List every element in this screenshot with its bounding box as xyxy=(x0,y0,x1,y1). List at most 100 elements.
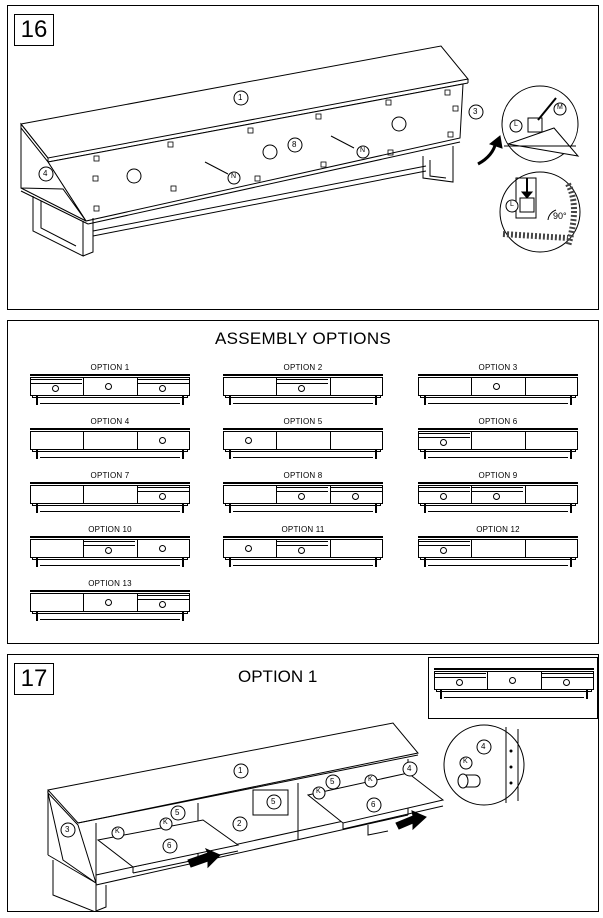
knob-icon xyxy=(105,383,112,390)
cabinet-slot-empty xyxy=(525,539,578,558)
cabinet-slot-door xyxy=(487,671,540,690)
option-label: OPTION 13 xyxy=(88,579,132,588)
drawer-front xyxy=(435,673,486,678)
cabinet-slot-drawer xyxy=(418,539,471,558)
knob-icon xyxy=(245,545,252,552)
part-3-label: 3 xyxy=(65,825,70,834)
part-k-label-3: K xyxy=(316,788,321,795)
knob-icon xyxy=(159,545,166,552)
drawer-front xyxy=(542,673,593,678)
cabinet-diagram xyxy=(30,536,190,568)
knob-icon xyxy=(298,385,305,392)
part-5-label-right: 5 xyxy=(330,777,335,786)
knob-icon xyxy=(440,493,447,500)
cabinet-slot-door xyxy=(137,539,190,558)
part-6-label-left: 6 xyxy=(167,841,172,850)
cabinet-slot-empty xyxy=(276,431,329,450)
cabinet-slot-empty xyxy=(223,377,276,396)
option-label: OPTION 10 xyxy=(88,525,132,534)
cabinet-slot-drawer xyxy=(137,485,190,504)
cabinet-diagram xyxy=(30,374,190,406)
option-label: OPTION 5 xyxy=(283,417,323,426)
option-label: OPTION 9 xyxy=(478,471,518,480)
knob-icon xyxy=(493,493,500,500)
cabinet-diagram xyxy=(30,590,190,622)
knob-icon xyxy=(159,601,166,608)
cabinet-slot-empty xyxy=(525,485,578,504)
cabinet-diagram xyxy=(30,482,190,514)
step-number: 16 xyxy=(14,14,54,46)
cabinet-slot-drawer xyxy=(137,377,190,396)
option-label: OPTION 4 xyxy=(90,417,130,426)
cabinet-slot-drawer xyxy=(418,431,471,450)
step-16-illustration xyxy=(20,45,581,257)
step-17-panel: 17 OPTION 1 xyxy=(7,654,599,912)
cabinet-diagram xyxy=(418,428,578,460)
part-m-label: M xyxy=(557,104,563,111)
cabinet-slot-drawer xyxy=(276,539,329,558)
step-number: 17 xyxy=(14,663,54,695)
cabinet-slot-door xyxy=(471,377,524,396)
cabinet-slot-empty xyxy=(83,431,136,450)
cabinet-slot-empty xyxy=(471,539,524,558)
part-4-label: 4 xyxy=(407,764,412,773)
part-4-detail-label: 4 xyxy=(481,742,486,751)
part-3-label: 3 xyxy=(473,107,478,116)
drawer-front xyxy=(138,595,189,600)
cabinet-slot-door xyxy=(137,431,190,450)
step-17-illustration xyxy=(47,722,525,911)
cabinet-slot-empty xyxy=(330,431,383,450)
cabinet-slot-door xyxy=(83,593,136,612)
cabinet-diagram xyxy=(418,536,578,568)
option-label: OPTION 1 xyxy=(90,363,130,372)
cabinet-slot-empty xyxy=(30,485,83,504)
cabinet-slot-empty xyxy=(525,431,578,450)
cabinet-slot-empty xyxy=(30,431,83,450)
part-k-detail-label: K xyxy=(463,758,468,765)
cabinet-diagram xyxy=(418,482,578,514)
knob-icon xyxy=(493,383,500,390)
knob-icon xyxy=(352,493,359,500)
knob-icon xyxy=(456,679,463,686)
part-1-label: 1 xyxy=(238,766,243,775)
cabinet-slot-empty xyxy=(223,485,276,504)
cabinet-slot-empty xyxy=(30,593,83,612)
cabinet-slot-empty xyxy=(30,539,83,558)
part-4-label: 4 xyxy=(43,169,48,178)
option-label: OPTION 11 xyxy=(281,525,325,534)
drawer-front xyxy=(31,379,82,384)
cabinet-slot-drawer xyxy=(276,485,329,504)
drawer-front xyxy=(277,379,328,384)
cabinet-slot-empty xyxy=(330,377,383,396)
drawer-front xyxy=(138,487,189,492)
drawer-front xyxy=(419,541,470,546)
cabinet-diagram xyxy=(223,482,383,514)
part-k-label-1: K xyxy=(115,828,120,835)
part-k-label-2: K xyxy=(163,819,168,826)
cabinet-slot-empty xyxy=(83,485,136,504)
drawer-front xyxy=(277,541,328,546)
option-label: OPTION 12 xyxy=(476,525,520,534)
screw-n-label-right: N xyxy=(360,147,366,154)
option-label: OPTION 7 xyxy=(90,471,130,480)
knob-icon xyxy=(298,547,305,554)
option-label: OPTION 8 xyxy=(283,471,323,480)
cabinet-slot-empty xyxy=(330,539,383,558)
cabinet-slot-drawer xyxy=(418,485,471,504)
part-1-label: 1 xyxy=(238,93,243,102)
part-6-label-right: 6 xyxy=(371,800,376,809)
part-l-label-bottom: L xyxy=(510,201,514,208)
drawer-front xyxy=(419,487,470,492)
angle-label: 90° xyxy=(553,211,567,221)
cabinet-diagram xyxy=(223,536,383,568)
cabinet-slot-empty xyxy=(418,377,471,396)
part-2-label: 2 xyxy=(237,819,242,828)
cabinet-slot-drawer xyxy=(541,671,594,690)
option-label: OPTION 2 xyxy=(283,363,323,372)
cabinet-slot-drawer xyxy=(330,485,383,504)
cabinet-slot-drawer xyxy=(276,377,329,396)
drawer-front xyxy=(84,541,135,546)
part-5-label-mid: 5 xyxy=(271,797,276,806)
cabinet-slot-door xyxy=(223,431,276,450)
cabinet-slot-door xyxy=(83,377,136,396)
